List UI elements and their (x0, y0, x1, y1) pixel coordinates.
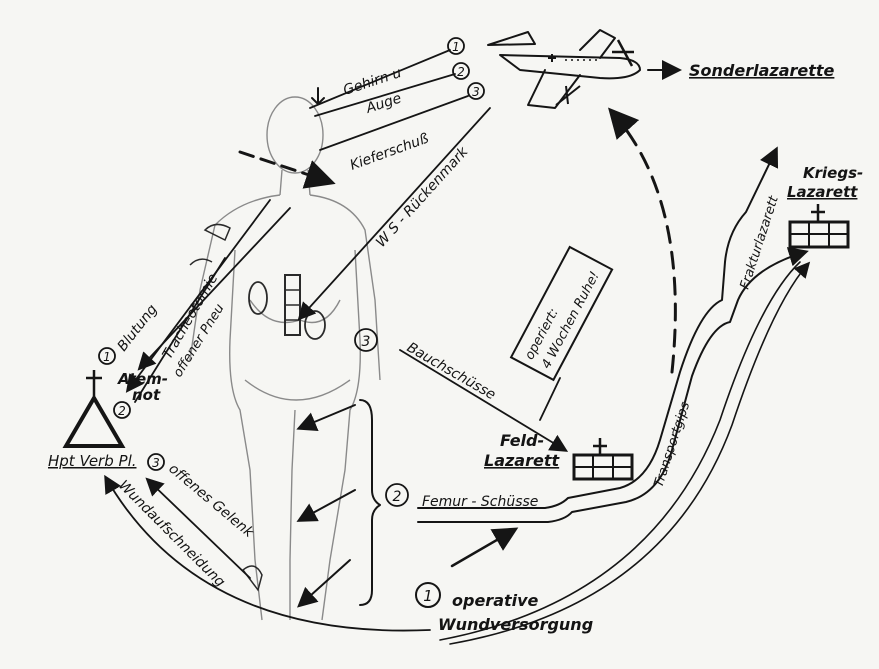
main-dressing-station: Hpt Verb Pl. (48, 370, 137, 470)
hospital-building-icon (572, 438, 634, 481)
left-routes: Blutung Tracheotomie offener Pneu 1 2 At… (98, 199, 291, 419)
route-number: 2 (457, 65, 465, 79)
femur-number: 2 (393, 489, 402, 505)
jaw-shot-label: Kieferschuß (348, 130, 431, 173)
route-number: 2 (118, 404, 126, 418)
special-hospital-label: Sonderlazarette (689, 61, 835, 80)
war-hospital-label-line2: Lazarett (787, 183, 858, 201)
breathing-distress-label-line1: Atem- (117, 370, 168, 388)
war-hospital-label-line1: Kriegs- (803, 164, 863, 182)
brain-eye-label-line2: Auge (363, 90, 403, 117)
route-number: 3 (152, 456, 160, 470)
operative-number: 1 (423, 587, 433, 605)
war-hospital: Kriegs- Lazarett (787, 164, 863, 249)
triangle-icon (62, 394, 126, 448)
route-number: 1 (452, 40, 460, 54)
cross-icon (86, 370, 102, 396)
abdomen-number: 3 (362, 334, 371, 350)
lung-icon (248, 281, 268, 315)
main-dressing-station-label: Hpt Verb Pl. (48, 452, 137, 470)
abdominal-shots-label: Bauchschüsse (404, 340, 498, 404)
leg-arrows (296, 399, 381, 608)
breathing-distress-label-line2: not (132, 386, 161, 404)
operative-label-line1: operative (452, 591, 539, 610)
bleeding-label: Blutung (115, 302, 161, 355)
airplane-icon (487, 29, 641, 109)
hospital-building-icon (788, 204, 850, 249)
femur-shots-label: Femur - Schüsse (422, 494, 538, 510)
field-hospital-label-line2: Lazarett (484, 451, 560, 470)
field-hospital-label-line1: Feld- (500, 431, 544, 450)
operative-label-line2: Wundversorgung (438, 615, 593, 634)
fracture-hospital-label: Frakturlazarett (738, 194, 782, 292)
field-hospital: Feld- Lazarett (484, 431, 634, 481)
route-number: 1 (103, 350, 111, 364)
operated-note-box: operiert: 4 Wochen Ruhe! (509, 245, 614, 382)
human-figure (189, 96, 381, 621)
route-number: 3 (472, 85, 480, 99)
